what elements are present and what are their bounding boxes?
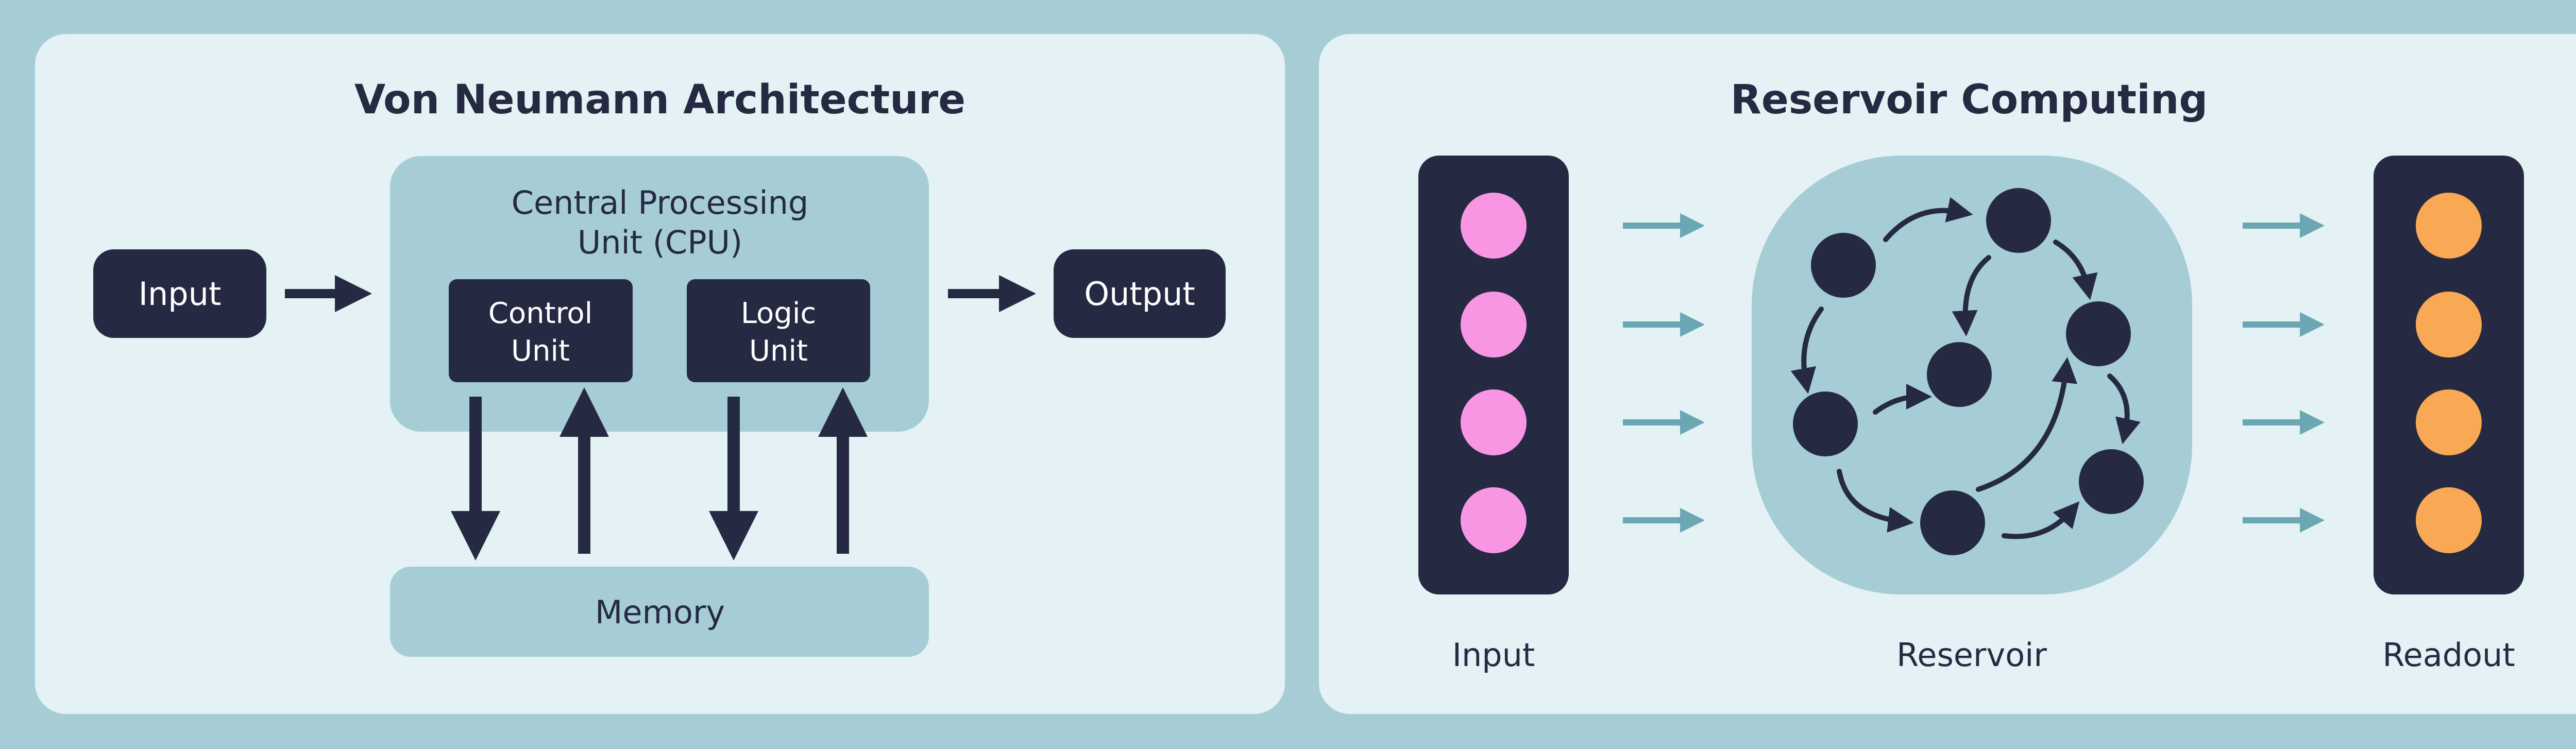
memory-block xyxy=(390,567,929,657)
reservoir-edge xyxy=(1873,384,1932,415)
rc-readout-label: Readout xyxy=(2382,636,2515,674)
memory-label: Memory xyxy=(595,593,725,631)
reservoir-edge xyxy=(2107,373,2141,445)
reservoir-nodes xyxy=(1793,188,2144,555)
reservoir-computing-title: Reservoir Computing xyxy=(1731,77,2208,123)
input-neuron xyxy=(1461,193,1527,259)
readout-neuron xyxy=(2416,193,2482,259)
reservoir-edge xyxy=(1837,469,1914,533)
readout-layer-column xyxy=(2374,156,2524,594)
reservoir-node xyxy=(1986,188,2051,253)
input-neurons xyxy=(1461,193,1527,553)
reservoir-edge xyxy=(2053,240,2098,300)
readout-neuron xyxy=(2416,487,2482,553)
reservoir-node xyxy=(2066,301,2131,366)
vn-output-box xyxy=(1054,249,1226,338)
reservoir-node xyxy=(1927,342,1992,407)
input-neuron xyxy=(1461,487,1527,553)
readout-neuron xyxy=(2416,292,2482,358)
readout-neurons xyxy=(2416,193,2482,553)
logic-unit-line1: Logic xyxy=(741,297,816,330)
control-unit-line1: Control xyxy=(488,297,592,330)
reservoir-panel: Reservoir Computing xyxy=(1319,34,2576,714)
readout-neuron xyxy=(2416,389,2482,455)
reservoir-edge xyxy=(1976,357,2078,492)
logic-unit-line2: Unit xyxy=(749,334,808,368)
reservoir-edge xyxy=(1952,255,1991,336)
cpu-label-line2: Unit (CPU) xyxy=(578,224,742,261)
cpu-label-line1: Central Processing xyxy=(512,184,809,222)
input-neuron xyxy=(1461,292,1527,358)
vn-input-box xyxy=(93,249,266,338)
reservoir-edge xyxy=(1790,307,1824,394)
vn-input-label: Input xyxy=(139,275,222,313)
reservoir-node xyxy=(1793,391,1858,456)
von-neumann-panel: Von Neumann Architecture Input Central P… xyxy=(35,34,1285,714)
reservoir-to-readout-arrows xyxy=(2243,213,2325,533)
reservoir-node xyxy=(2079,449,2144,514)
control-unit-line2: Unit xyxy=(511,334,570,368)
rc-input-label: Input xyxy=(1452,636,1535,674)
reservoir-node xyxy=(1920,490,1985,555)
von-neumann-title: Von Neumann Architecture xyxy=(354,77,965,123)
reservoir-edge xyxy=(1883,197,1973,242)
input-neuron xyxy=(1461,389,1527,455)
control-unit-box xyxy=(449,279,633,382)
rc-reservoir-label: Reservoir xyxy=(1896,636,2047,674)
input-layer-column xyxy=(1418,156,1569,594)
reservoir-node xyxy=(1811,233,1876,298)
vn-output-label: Output xyxy=(1084,275,1195,313)
reservoir-edge xyxy=(2002,501,2080,539)
reservoir-connections xyxy=(1790,197,2141,539)
input-to-reservoir-arrows xyxy=(1623,213,1705,533)
logic-unit-box xyxy=(687,279,870,382)
